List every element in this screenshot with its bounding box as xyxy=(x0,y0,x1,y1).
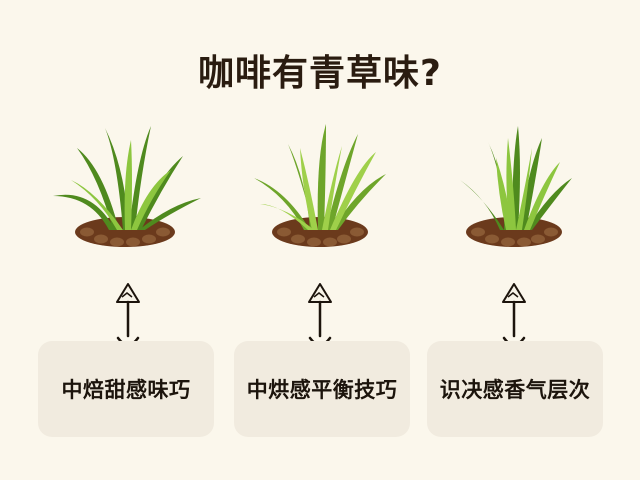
up-arrow-icon xyxy=(494,280,534,352)
option-card-1[interactable]: 中焙甜感味巧 xyxy=(38,341,214,437)
option-card-label: 识决感香气层次 xyxy=(439,378,591,402)
grass-tuft-with-coffee-beans-icon xyxy=(424,118,604,263)
option-card-label: 中焙甜感味巧 xyxy=(61,378,191,402)
grass-tuft-with-coffee-beans-icon xyxy=(33,118,213,263)
grass-tuft-with-coffee-beans-icon xyxy=(230,118,410,263)
option-card-2[interactable]: 中烘感平衡技巧 xyxy=(234,341,410,437)
option-card-label: 中烘感平衡技巧 xyxy=(246,378,398,402)
option-card-3[interactable]: 识决感香气层次 xyxy=(427,341,603,437)
page-title: 咖啡有青草味? xyxy=(198,53,442,94)
